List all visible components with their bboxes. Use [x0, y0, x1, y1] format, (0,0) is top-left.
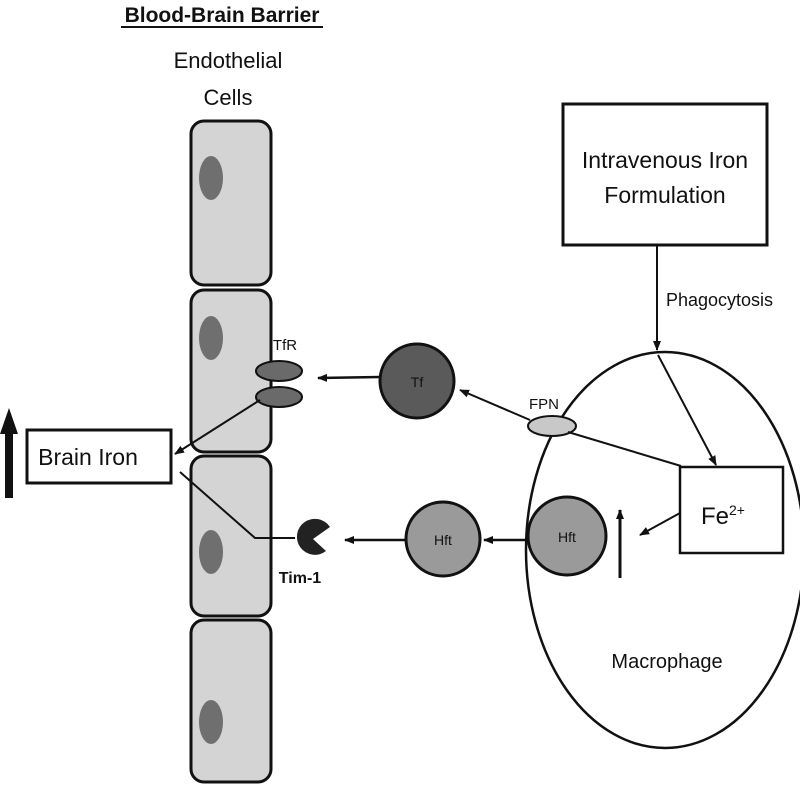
- tfr-to-brain-iron-arrow: [174, 399, 261, 455]
- fe2-to-fpn-line: [567, 431, 682, 467]
- fe2-to-hft-arrow: [639, 512, 681, 536]
- tim1-to-brain-iron-line: [179, 471, 295, 539]
- tfr-label: TfR: [273, 337, 297, 354]
- fe2-box: [678, 465, 785, 555]
- endothelial-label-line1: Endothelial: [174, 48, 283, 73]
- tfr-receptor-top: [255, 360, 303, 382]
- fpn-to-tf-arrow: [459, 389, 531, 421]
- fpn-transporter: [527, 415, 577, 437]
- macrophage-label: Macrophage: [611, 651, 722, 673]
- brain-iron-box: [25, 428, 173, 485]
- phagocytosis-label: Phagocytosis: [666, 290, 773, 310]
- brain-iron-label: Brain Iron: [38, 444, 138, 470]
- internalized-iron-arrow: [657, 354, 717, 466]
- hft-outer-label: Hft: [434, 532, 452, 548]
- cell-nucleus: [199, 156, 223, 200]
- fpn-label: FPN: [529, 396, 559, 413]
- tim1-label: Tim-1: [279, 570, 321, 587]
- hft-inner-circle: [526, 495, 608, 577]
- endothelial-cell: [189, 119, 273, 287]
- cell-nucleus: [199, 316, 223, 360]
- brain-iron-increase-arrow-shaft: [5, 432, 13, 498]
- tf-to-tfr-arrow: [317, 373, 381, 382]
- tf-label: Tf: [411, 374, 424, 390]
- fe2-label: Fe2+: [701, 502, 745, 530]
- endothelial-cell: [189, 454, 273, 618]
- iv-iron-box: [561, 102, 769, 247]
- endothelial-cell: [189, 618, 273, 784]
- endothelial-label-line2: Cells: [204, 85, 253, 110]
- iv-iron-label-line2: Formulation: [604, 182, 725, 208]
- cell-nucleus: [199, 700, 223, 744]
- diagram-title: Blood-Brain Barrier: [125, 4, 320, 27]
- cell-nucleus: [199, 530, 223, 574]
- tf-circle: [378, 342, 456, 420]
- macrophage-cell: [524, 350, 800, 750]
- brain-iron-increase-arrow-icon: [0, 408, 18, 434]
- tim1-receptor-icon: [296, 518, 330, 555]
- hft-inner-label: Hft: [558, 529, 576, 545]
- tfr-receptor-bottom: [255, 386, 303, 408]
- endothelial-cell-column: [189, 119, 273, 784]
- iv-iron-label-line1: Intravenous Iron: [582, 147, 748, 173]
